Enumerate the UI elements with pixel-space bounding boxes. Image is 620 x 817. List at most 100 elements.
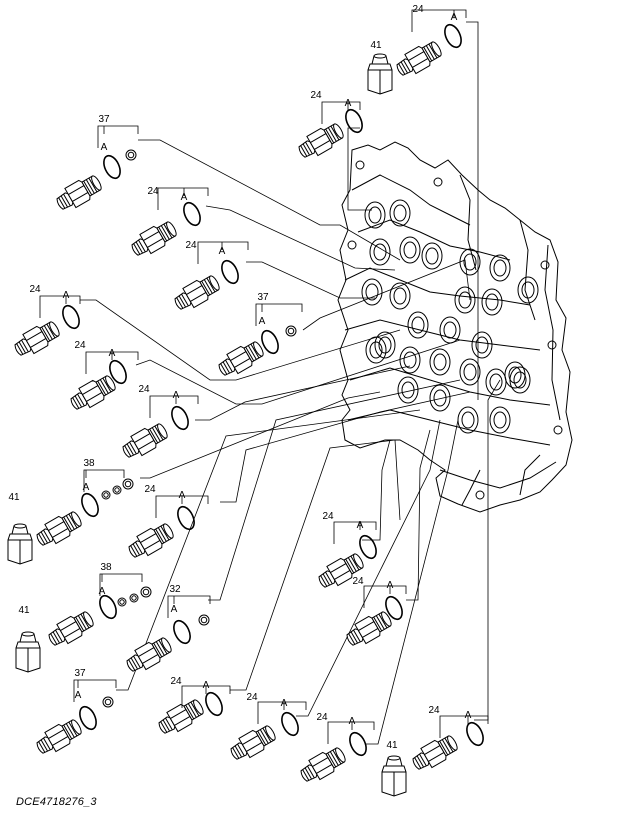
ring-label-a: A [357,520,364,531]
part-callout-p41-bot: 41 [381,740,407,797]
part-callout-p24-m: A 24 [300,712,375,782]
seal-ring [122,478,134,490]
plug-part [15,631,41,673]
ring-label-a: A [171,604,178,615]
hydraulic-fitting-part [128,523,174,558]
part-callout-p32: A32 [126,584,211,672]
part-callout-p41-mid: 41 [7,492,33,565]
o-ring-a [205,691,223,717]
part-number-label: 37 [257,292,269,303]
part-number-label: 24 [147,186,159,197]
o-ring-a [177,505,195,531]
part-number-label: 24 [185,240,197,251]
o-ring-a [109,359,127,385]
part-number-label: 41 [386,740,398,751]
o-ring-a [79,705,97,731]
part-number-label: 24 [428,705,440,716]
ring-label-a: A [173,390,180,401]
part-number-label: 41 [18,605,30,616]
part-callout-p24-i: A 24 [318,511,377,588]
ring-label-a: A [451,12,458,23]
o-ring-a [261,329,279,355]
part-callout-p37-a: A 37 [56,114,139,210]
part-callout-p24-k: A24 [158,676,231,734]
part-number-label: 24 [352,576,364,587]
part-number-label: 24 [246,692,258,703]
drawing-code-caption: DCE4718276_3 [16,796,97,808]
ring-label-a: A [281,698,288,709]
hydraulic-fitting-part [412,735,458,770]
hydraulic-fitting-part [230,725,276,760]
o-ring-a [221,259,239,285]
seal-ring [285,325,297,337]
part-callout-p24-j: A 24 [346,576,407,646]
hydraulic-fitting-part [298,123,344,158]
hydraulic-fitting-part [70,375,116,410]
o-ring-a [345,108,363,134]
hydraulic-fitting-part [36,511,82,546]
part-callout-p24-l: A 24 [230,692,307,760]
part-callout-p24-b: A24 [298,90,363,158]
part-callout-p24-c: A 24 [131,186,209,256]
part-number-label: 37 [74,668,86,679]
seal-ring [112,485,122,495]
hydraulic-fitting-part [48,611,94,646]
seal-ring [125,149,137,161]
part-callout-p24-h: A24 [128,484,209,558]
part-number-label: 41 [8,492,20,503]
leader-lines [80,21,501,745]
part-number-label: 24 [138,384,150,395]
hydraulic-fitting-part [126,637,172,672]
ring-label-a: A [219,246,226,257]
o-ring-a [99,594,117,620]
part-callout-p37-b: A37 [218,292,303,376]
ring-label-a: A [387,580,394,591]
part-callout-p24-d: A 24 [174,240,249,310]
part-callout-p41-top: 41 [367,40,393,95]
o-ring-a [349,731,367,757]
ring-label-a: A [101,142,108,153]
part-number-label: 24 [310,90,322,101]
ring-label-a: A [99,586,106,597]
part-number-label: 38 [83,458,95,469]
part-number-label: 24 [29,284,41,295]
o-ring-a [466,721,484,747]
ring-label-a: A [75,690,82,701]
seal-ring [129,593,139,603]
hydraulic-fitting-part [346,611,392,646]
seal-ring [117,597,127,607]
seal-ring [101,490,111,500]
part-number-label: 37 [98,114,110,125]
part-callout-p24-e: A 24 [14,284,81,356]
ring-label-a: A [109,348,116,359]
plug-part [367,53,393,95]
hydraulic-fitting-part [56,175,102,210]
ring-label-a: A [63,290,70,301]
part-number-label: 24 [144,484,156,495]
part-number-label: 24 [322,511,334,522]
o-ring-a [103,154,121,180]
part-callout-p24-f: A 24 [70,340,139,410]
o-ring-a [183,201,201,227]
ring-label-a: A [181,192,188,203]
hydraulic-fitting-part [131,221,177,256]
o-ring-a [62,304,80,330]
part-callout-p41-low: 41 [15,605,41,673]
hydraulic-fitting-part [158,699,204,734]
o-ring-a [281,711,299,737]
part-number-label: 24 [170,676,182,687]
part-callout-p37-c: A 37 [36,668,117,754]
hydraulic-fitting-part [396,41,442,76]
part-number-label: 24 [74,340,86,351]
hydraulic-fitting-part [14,321,60,356]
part-callout-p24-n: A24 [412,705,489,770]
part-number-label: 24 [316,712,328,723]
ring-label-a: A [349,716,356,727]
o-ring-a [173,619,191,645]
part-number-label: 24 [412,4,424,15]
o-ring-a [444,23,462,49]
part-callout-p38-a: A38 [36,458,134,546]
hydraulic-fitting-part [300,747,346,782]
part-callout-p38-b: A38 [48,562,152,646]
